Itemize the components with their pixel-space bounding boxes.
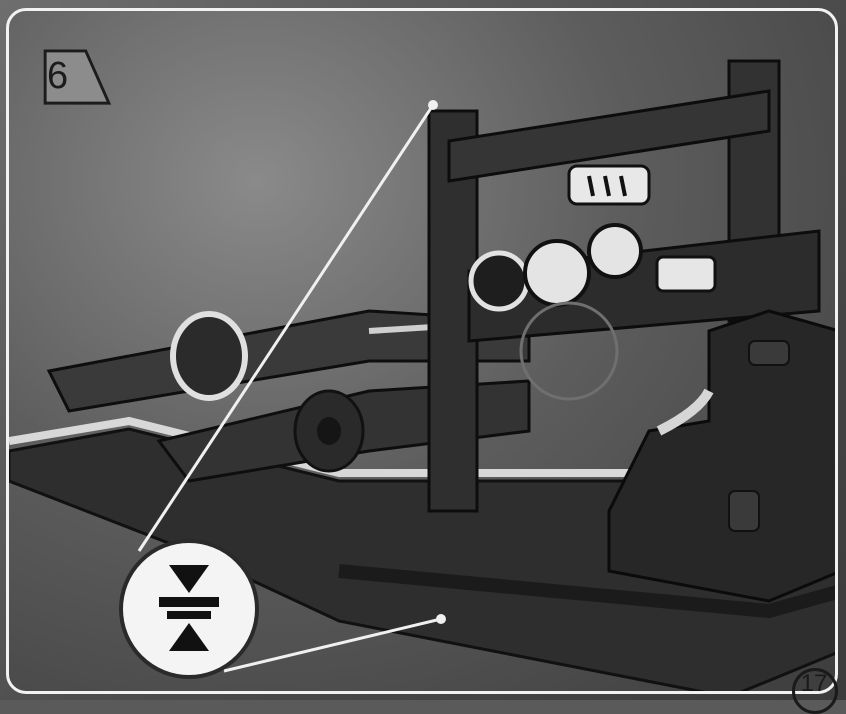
front-wheel-hub — [173, 314, 245, 398]
gauge-right — [589, 225, 641, 277]
step-number: 6 — [47, 55, 68, 98]
page-number: 17 — [792, 670, 836, 700]
gauge-left — [471, 253, 527, 309]
gauge-middle — [525, 241, 589, 305]
press-together-icon — [119, 539, 259, 679]
seat — [609, 311, 838, 601]
step-panel: 6 — [6, 8, 838, 694]
